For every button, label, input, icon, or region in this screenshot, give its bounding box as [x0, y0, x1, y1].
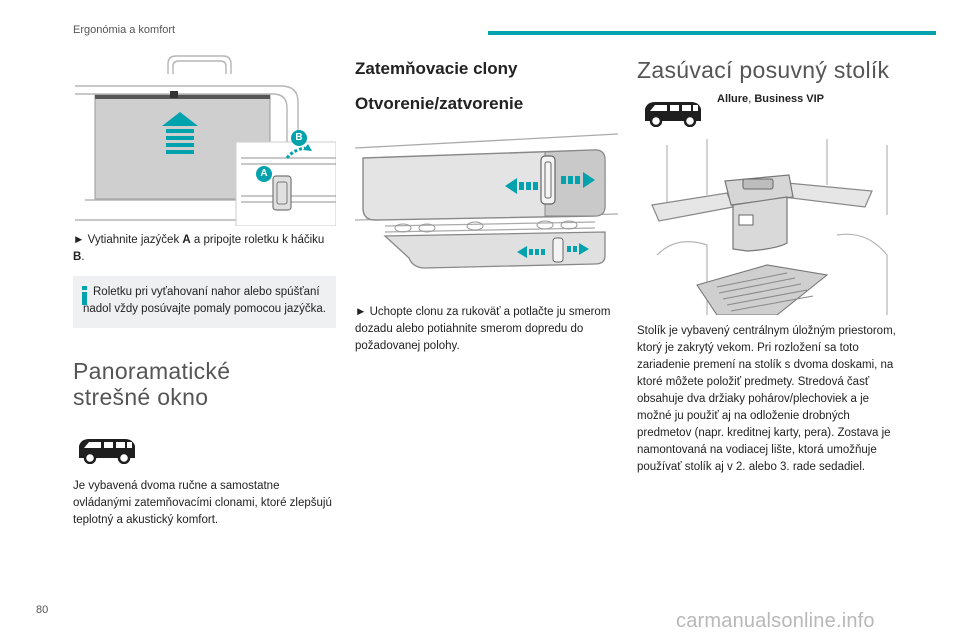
running-header-title: Ergonómia a komfort [73, 24, 176, 36]
column-right: Zasúvací posuvný stolík Allure, Business… [637, 50, 900, 476]
column-left: B A ► Vytiahnite jazýček A a pripojte ro… [73, 50, 336, 529]
header-accent-bar [488, 31, 936, 35]
watermark-text: carmanualsonline.info [676, 610, 875, 632]
column-middle: Zatemňovacie clony Otvorenie/zatvorenie [355, 50, 618, 355]
sliding-table-description: Stolík je vybavený centrálnym úložným pr… [637, 325, 896, 473]
trim-levels: Allure, Business VIP [717, 93, 825, 105]
section-title-sliding-table: Zasúvací posuvný stolík [637, 57, 890, 83]
page-number: 80 [36, 604, 49, 616]
sunblind-illustration [75, 55, 336, 226]
info-note: Roletku pri vyťahovaní nahor alebo spúšť… [73, 276, 336, 328]
instruction-sunblind: ► Uchopte clonu za rukoväť a potlačte ju… [355, 306, 611, 352]
info-icon [82, 286, 87, 305]
section-title-panoramic-roof: Panoramatické strešné okno [73, 358, 231, 410]
callout-a-label: A [260, 168, 268, 179]
van-icon [645, 102, 701, 127]
roof-blinds-illustration [355, 133, 618, 269]
sliding-table-illustration [651, 139, 888, 315]
van-icon [79, 439, 135, 464]
heading-open-close: Otvorenie/zatvorenie [355, 94, 524, 113]
instruction-pull-tab: ► Vytiahnite jazýček A a pripojte roletk… [73, 234, 325, 263]
panoramic-roof-description: Je vybavená dvoma ručne a samostatne ovl… [73, 480, 332, 526]
callout-b-label: B [295, 132, 303, 143]
heading-sunblinds: Zatemňovacie clony [355, 59, 518, 78]
trim-row: Allure, Business VIP [637, 93, 900, 129]
